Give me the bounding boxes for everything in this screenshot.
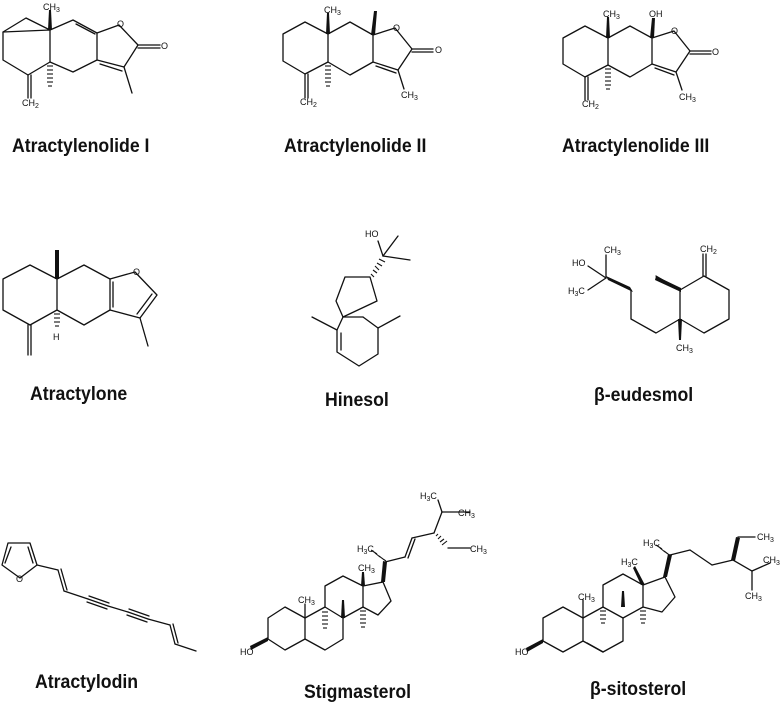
svg-text:CH3: CH3 xyxy=(745,591,762,603)
compound-name-atractylenolide-iii: Atractylenolide III xyxy=(562,136,710,157)
structure-hinesol: HO xyxy=(311,229,411,367)
svg-text:CH3: CH3 xyxy=(470,544,487,556)
svg-text:CH3: CH3 xyxy=(458,508,475,520)
svg-text:HO: HO xyxy=(240,647,254,657)
svg-text:O: O xyxy=(712,47,719,57)
svg-text:CH3: CH3 xyxy=(358,563,375,575)
svg-text:H3C: H3C xyxy=(357,544,374,556)
structure-stigmasterol: H3C H3C CH3 CH3 CH3 CH3 HO xyxy=(240,491,487,657)
svg-text:CH3: CH3 xyxy=(763,555,780,567)
svg-text:CH2: CH2 xyxy=(582,99,599,111)
svg-text:CH2: CH2 xyxy=(22,98,39,110)
svg-text:HO: HO xyxy=(572,258,586,268)
svg-text:H3C: H3C xyxy=(621,557,638,569)
svg-text:H: H xyxy=(53,332,60,342)
compound-name-beta-sitosterol: β-sitosterol xyxy=(590,679,687,700)
svg-text:CH3: CH3 xyxy=(578,592,595,604)
svg-text:O: O xyxy=(435,45,442,55)
compound-name-atractylenolide-i: Atractylenolide I xyxy=(12,136,150,157)
structure-atractylenolide-ii: CH3 O O CH3 CH2 xyxy=(282,5,442,109)
svg-text:O: O xyxy=(117,19,124,29)
compound-name-atractylone: Atractylone xyxy=(30,384,128,405)
structure-beta-eudesmol: CH3 HO H3C CH2 CH3 xyxy=(568,244,730,355)
compound-name-beta-eudesmol: β-eudesmol xyxy=(594,385,694,406)
structure-atractylenolide-i: CH3 O O CH2 xyxy=(2,2,168,110)
svg-text:HO: HO xyxy=(515,647,529,657)
svg-text:H3C: H3C xyxy=(568,286,585,298)
svg-text:O: O xyxy=(16,574,23,584)
structure-atractylone: O H xyxy=(2,250,158,356)
compound-name-hinesol: Hinesol xyxy=(325,390,389,411)
svg-text:O: O xyxy=(161,41,168,51)
compound-name-stigmasterol: Stigmasterol xyxy=(304,682,412,703)
structure-atractylodin: O xyxy=(1,542,197,652)
structure-beta-sitosterol: H3C CH3 CH3 CH3 H3C CH3 HO xyxy=(515,532,780,657)
svg-text:CH2: CH2 xyxy=(300,97,317,109)
svg-text:CH3: CH3 xyxy=(43,2,60,14)
svg-text:CH3: CH3 xyxy=(298,595,315,607)
svg-text:CH3: CH3 xyxy=(401,90,418,102)
svg-text:CH3: CH3 xyxy=(757,532,774,544)
svg-text:O: O xyxy=(393,23,400,33)
svg-text:CH3: CH3 xyxy=(676,343,693,355)
svg-text:O: O xyxy=(671,26,678,36)
svg-text:OH: OH xyxy=(649,9,663,19)
svg-text:CH3: CH3 xyxy=(324,5,341,17)
svg-text:CH2: CH2 xyxy=(700,244,717,256)
compound-name-atractylodin: Atractylodin xyxy=(35,672,139,693)
svg-text:O: O xyxy=(133,267,140,277)
compound-name-atractylenolide-ii: Atractylenolide II xyxy=(284,136,427,157)
svg-text:H3C: H3C xyxy=(643,538,660,550)
svg-text:HO: HO xyxy=(365,229,379,239)
svg-text:CH3: CH3 xyxy=(603,9,620,21)
svg-text:CH3: CH3 xyxy=(604,245,621,257)
svg-text:CH3: CH3 xyxy=(679,92,696,104)
svg-text:H3C: H3C xyxy=(420,491,437,503)
structure-atractylenolide-iii: CH3 OH O O CH3 CH2 xyxy=(562,9,719,111)
